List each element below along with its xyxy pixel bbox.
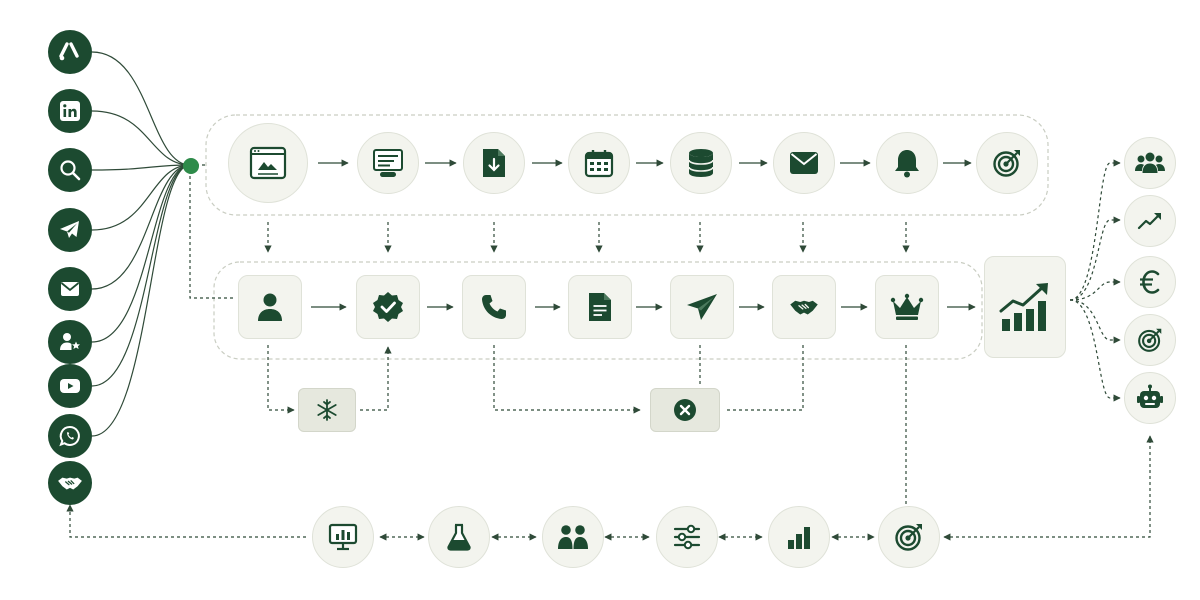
step-form[interactable] <box>357 132 419 194</box>
step-customer[interactable] <box>875 275 939 339</box>
bell-icon <box>895 150 919 178</box>
loop-reporting[interactable] <box>312 506 374 568</box>
growth-chart-icon <box>999 283 1048 331</box>
step-call[interactable] <box>462 275 526 339</box>
target-icon <box>1138 328 1162 352</box>
step-calendar[interactable] <box>568 132 630 194</box>
handshake-icon <box>790 300 818 315</box>
youtube-icon <box>60 379 80 393</box>
step-proposal[interactable] <box>568 275 632 339</box>
outcome-team[interactable] <box>1124 137 1176 189</box>
source-youtube[interactable] <box>48 364 92 408</box>
step-database[interactable] <box>670 132 732 194</box>
sales-group <box>213 261 983 360</box>
user-icon <box>258 293 282 321</box>
trend-up-icon <box>1137 213 1161 230</box>
loop-collaboration[interactable] <box>542 506 604 568</box>
step-landing-page[interactable] <box>228 123 308 203</box>
source-telegram[interactable] <box>48 208 92 252</box>
landing-page-icon <box>249 146 287 180</box>
email-icon <box>60 282 80 296</box>
marketing-group <box>205 114 1049 216</box>
source-partnership[interactable] <box>48 461 92 505</box>
step-send[interactable] <box>670 275 734 339</box>
outcome-automation[interactable] <box>1124 372 1176 424</box>
step-deal[interactable] <box>772 275 836 339</box>
exception-lost[interactable] <box>650 388 720 432</box>
presentation-icon <box>328 523 358 551</box>
flask-icon <box>447 523 471 551</box>
form-icon <box>373 149 403 177</box>
loop-testing[interactable] <box>428 506 490 568</box>
source-google-ads[interactable] <box>48 30 92 74</box>
user-star-icon <box>60 333 80 350</box>
handshake-icon <box>58 477 82 490</box>
snowflake-icon <box>317 399 337 421</box>
phone-icon <box>482 295 506 319</box>
loop-analytics[interactable] <box>768 506 830 568</box>
people-icon <box>558 525 588 549</box>
outcome-trend[interactable] <box>1124 195 1176 247</box>
close-circle-icon <box>674 399 696 421</box>
step-download[interactable] <box>463 132 525 194</box>
source-linkedin[interactable] <box>48 89 92 133</box>
google-ads-icon <box>59 42 79 61</box>
step-qualified[interactable] <box>356 275 420 339</box>
outcome-goal[interactable] <box>1124 314 1176 366</box>
source-whatsapp[interactable] <box>48 414 92 458</box>
euro-icon <box>1140 270 1160 294</box>
step-email[interactable] <box>773 132 835 194</box>
email-icon <box>790 152 818 174</box>
outcome-revenue[interactable] <box>1124 256 1176 308</box>
merge-dot <box>183 158 199 174</box>
target-icon <box>993 150 1020 177</box>
step-lead[interactable] <box>238 275 302 339</box>
loop-optimization[interactable] <box>656 506 718 568</box>
telegram-icon <box>60 221 79 238</box>
document-icon <box>589 293 611 321</box>
verified-badge-icon <box>373 292 403 322</box>
sliders-icon <box>673 524 701 550</box>
team-icon <box>1135 152 1165 173</box>
bar-chart-icon <box>788 527 810 549</box>
source-referral[interactable] <box>48 320 92 364</box>
whatsapp-icon <box>59 425 80 447</box>
result-growth[interactable] <box>984 256 1066 358</box>
database-icon <box>688 149 714 177</box>
calendar-icon <box>584 150 614 178</box>
target-icon <box>895 524 922 551</box>
exception-cold-lead[interactable] <box>298 388 356 432</box>
send-icon <box>687 294 717 320</box>
crown-icon <box>890 293 924 320</box>
step-goal[interactable] <box>976 132 1038 194</box>
robot-icon <box>1137 384 1163 408</box>
step-notification[interactable] <box>876 132 938 194</box>
loop-goal[interactable] <box>878 506 940 568</box>
source-email[interactable] <box>48 267 92 311</box>
source-search[interactable] <box>48 148 92 192</box>
download-icon <box>483 149 505 177</box>
linkedin-icon <box>60 101 80 121</box>
search-icon <box>60 160 81 181</box>
